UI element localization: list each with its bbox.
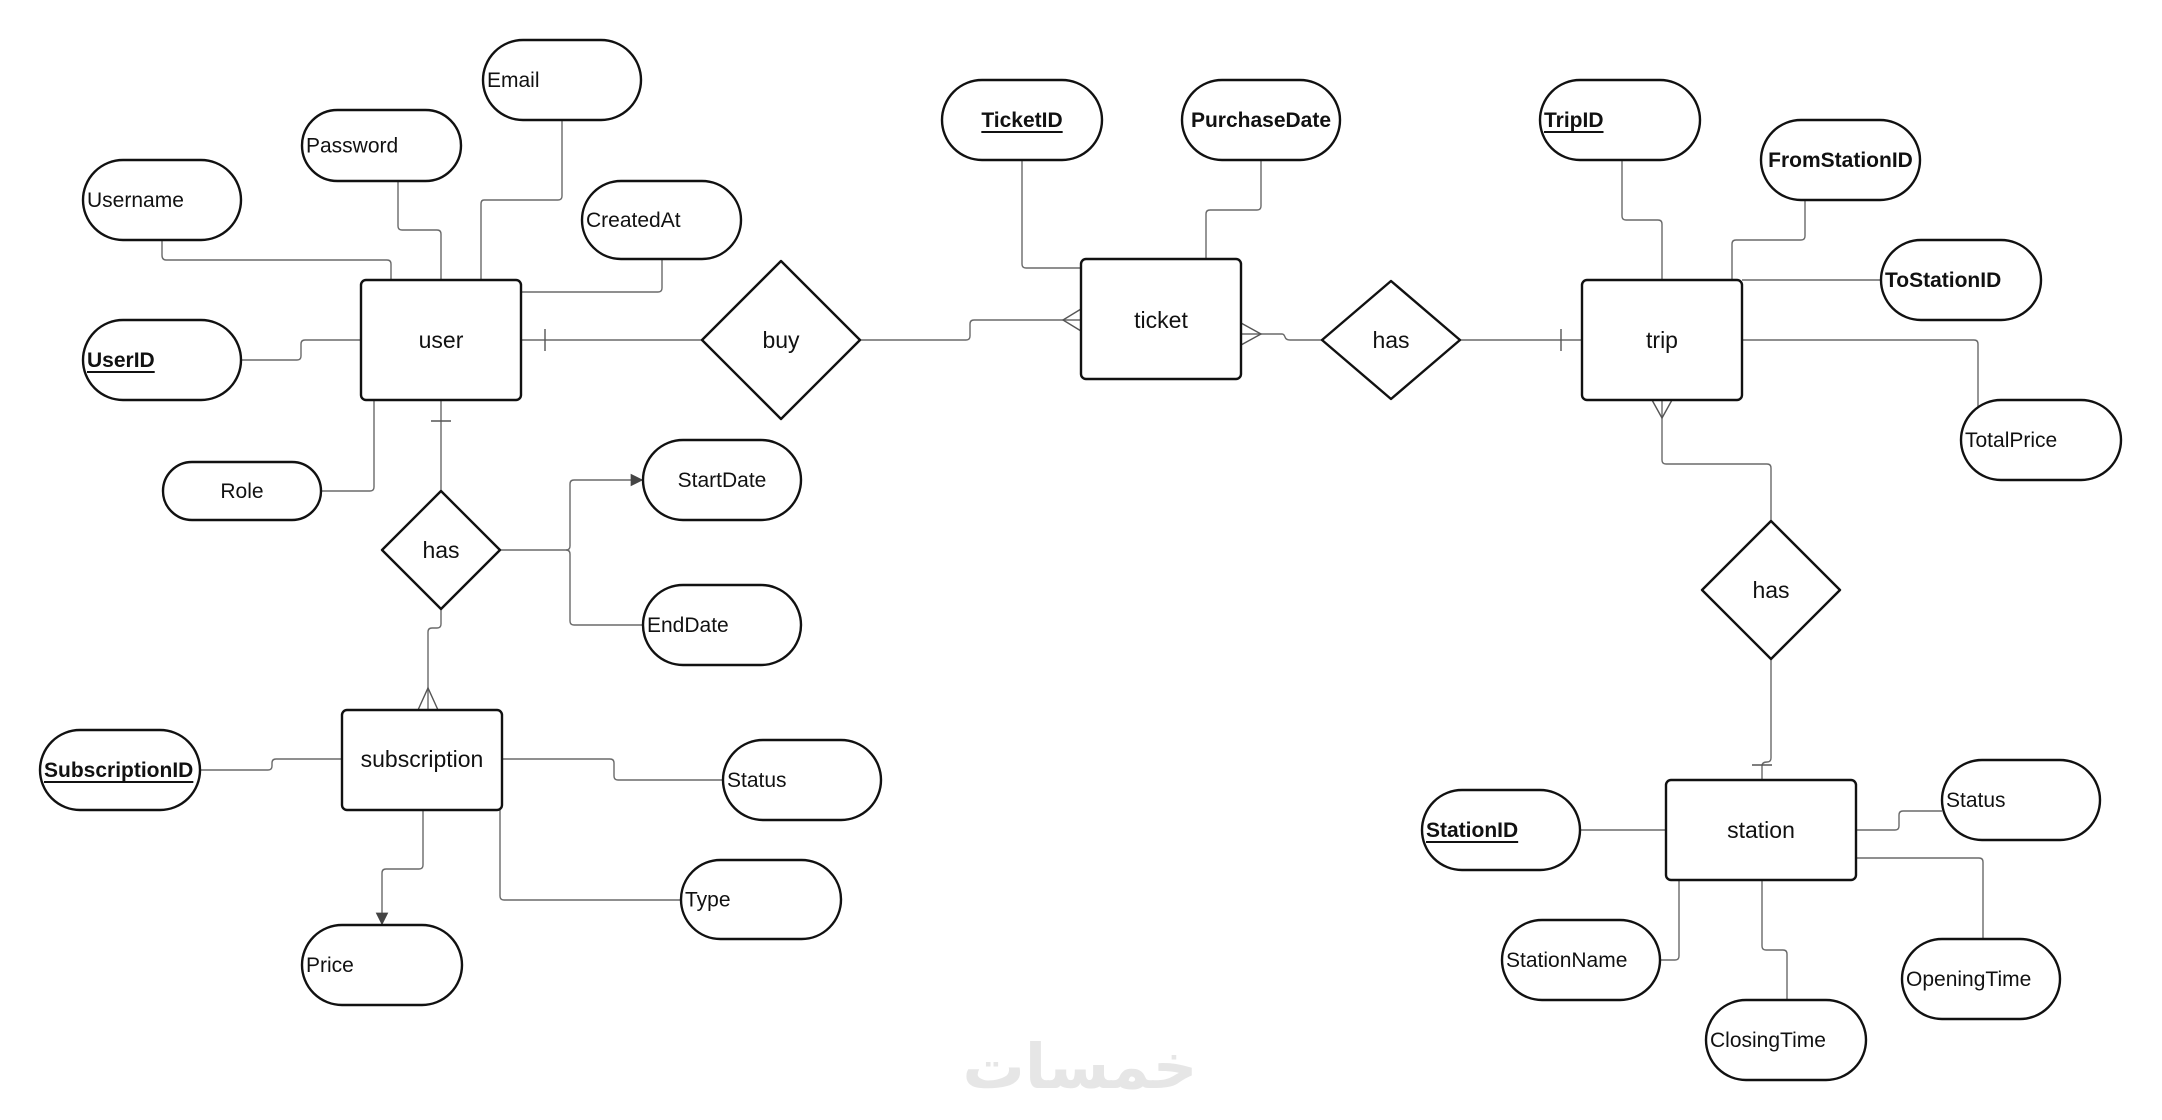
watermark-logo: خمسات (962, 1030, 1198, 1103)
connector-password-user (397, 181, 442, 280)
attribute-station-closingtime[interactable]: ClosingTime (1704, 998, 1868, 1082)
relationship-label: has (422, 537, 459, 563)
connector-subscriptionid-subscription (200, 758, 342, 771)
entity-label: user (419, 327, 464, 353)
relationship-label: has (1372, 327, 1409, 353)
attribute-label: Price (306, 954, 354, 977)
attribute-label: Email (487, 69, 540, 92)
attribute-label: Password (306, 135, 398, 158)
relationship-label: buy (762, 327, 800, 353)
attribute-user-username[interactable]: Username (81, 158, 243, 242)
attribute-label: StationName (1506, 949, 1627, 972)
connector-tripid-trip (1621, 160, 1663, 280)
attribute-label: Role (220, 480, 263, 503)
connector-totalprice-trip (1742, 339, 1979, 412)
attribute-label: OpeningTime (1906, 968, 2031, 991)
entity-trip[interactable]: trip (1580, 278, 1744, 402)
connector-closingtime-station (1761, 880, 1788, 1000)
attribute-user-password[interactable]: Password (300, 108, 463, 183)
relationship-buy[interactable]: buy (700, 259, 862, 421)
entity-user[interactable]: user (359, 278, 523, 402)
attribute-subscription-subscriptionid[interactable]: SubscriptionID (38, 728, 202, 812)
connector-role-user (321, 400, 375, 492)
connector-purchasedate-ticket (1205, 160, 1262, 259)
connector-status-subscription (502, 758, 723, 781)
connector-ticket-has (1241, 333, 1322, 341)
entity-label: trip (1646, 327, 1678, 353)
connector-has-subscription (427, 609, 442, 710)
connector-trip-has (1661, 400, 1772, 521)
relationship-label: has (1752, 577, 1789, 603)
entity-label: station (1727, 817, 1795, 843)
connector-has-startdate (500, 473, 644, 551)
connector-price-subscription (375, 810, 424, 926)
connector-has-enddate (565, 549, 643, 626)
attribute-label: SubscriptionID (44, 759, 193, 782)
connector-status-station (1856, 810, 1942, 831)
entity-label: ticket (1134, 307, 1188, 333)
many-mark-ticket-buy (1061, 308, 1082, 332)
connector-userid-user (241, 339, 361, 361)
relationship-has-ticket-trip[interactable]: has (1320, 279, 1462, 401)
attribute-label: Status (1946, 789, 2006, 812)
attribute-user-email[interactable]: Email (481, 38, 643, 122)
attribute-label: FromStationID (1768, 149, 1913, 172)
attribute-label: CreatedAt (586, 209, 681, 232)
entity-station[interactable]: station (1664, 778, 1858, 882)
attribute-subscription-type[interactable]: Type (679, 858, 843, 941)
attribute-label: TripID (1544, 109, 1604, 132)
attribute-label: StationID (1426, 819, 1518, 842)
relationship-has-trip-station[interactable]: has (1700, 519, 1842, 661)
entity-ticket[interactable]: ticket (1079, 257, 1243, 381)
connector-createdat-user (521, 259, 663, 293)
attribute-subscription-status[interactable]: Status (721, 738, 883, 822)
entity-subscription[interactable]: subscription (340, 708, 504, 812)
attribute-ticket-ticketid[interactable]: TicketID (940, 78, 1104, 162)
attribute-label: Status (727, 769, 787, 792)
many-mark-trip-has (1651, 399, 1673, 420)
attribute-user-userid[interactable]: UserID (81, 318, 243, 402)
connectors (161, 120, 1984, 1000)
connector-openingtime-station (1856, 857, 1984, 939)
attribute-label: UserID (87, 349, 155, 372)
entity-label: subscription (361, 746, 484, 772)
connector-email-user (480, 120, 563, 280)
connector-username-user (161, 240, 392, 280)
attribute-label: ClosingTime (1710, 1029, 1826, 1052)
connector-fromstationid-trip (1731, 200, 1806, 280)
attribute-label: EndDate (647, 614, 729, 637)
attribute-label: TicketID (981, 109, 1062, 132)
attribute-trip-fromstationid[interactable]: FromStationID (1759, 118, 1922, 202)
many-mark-subscription-has (417, 686, 439, 711)
attribute-has-user-subscription-startdate[interactable]: StartDate (641, 438, 803, 522)
attribute-trip-totalprice[interactable]: TotalPrice (1959, 398, 2123, 482)
connector-ticketid-ticket (1021, 160, 1081, 269)
attribute-user-role[interactable]: Role (161, 460, 323, 522)
attribute-label: TotalPrice (1965, 429, 2057, 452)
connector-stationname-station (1660, 880, 1680, 961)
attribute-label: PurchaseDate (1191, 109, 1331, 132)
attribute-label: Username (87, 189, 184, 212)
attribute-trip-tostationid[interactable]: ToStationID (1879, 238, 2043, 322)
attribute-user-createdat[interactable]: CreatedAt (580, 179, 743, 261)
attribute-label: ToStationID (1885, 269, 2001, 292)
connector-has-station (1761, 659, 1772, 780)
attribute-station-stationname[interactable]: StationName (1500, 918, 1662, 1002)
attribute-ticket-purchasedate[interactable]: PurchaseDate (1180, 78, 1342, 162)
attribute-has-user-subscription-enddate[interactable]: EndDate (641, 583, 803, 667)
attribute-trip-tripid[interactable]: TripID (1538, 78, 1702, 162)
attribute-station-status[interactable]: Status (1940, 758, 2102, 842)
connector-buy-ticket (860, 319, 1081, 341)
attribute-station-stationid[interactable]: StationID (1420, 788, 1582, 872)
attribute-label: StartDate (678, 469, 767, 492)
relationship-has-user-subscription[interactable]: has (380, 489, 502, 611)
attribute-station-openingtime[interactable]: OpeningTime (1900, 937, 2062, 1021)
attribute-label: Type (685, 889, 731, 912)
connector-type-subscription (499, 810, 681, 901)
attribute-subscription-price[interactable]: Price (300, 923, 464, 1007)
many-mark-ticket-has (1240, 322, 1263, 346)
